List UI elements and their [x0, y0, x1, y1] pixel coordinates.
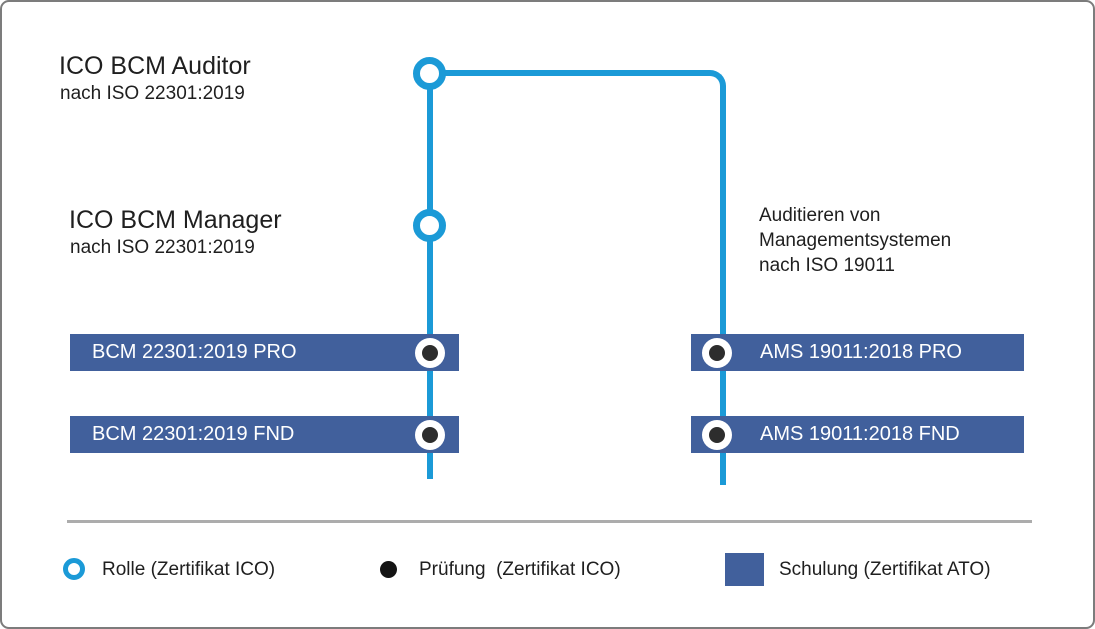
training-bar-ams-pro: AMS 19011:2018 PRO: [691, 334, 1024, 371]
exam-dot-icon: [702, 420, 732, 450]
training-bar-label: AMS 19011:2018 PRO: [760, 341, 962, 363]
legend-training-label: Schulung (Zertifikat ATO): [779, 559, 991, 580]
connector-right-branch: [434, 70, 726, 485]
exam-dot-icon: [415, 338, 445, 368]
role-auditor-subtitle: nach ISO 22301:2019: [60, 83, 245, 104]
exam-dot-icon: [702, 338, 732, 368]
role-manager-subtitle: nach ISO 22301:2019: [70, 237, 255, 258]
training-bar-label: BCM 22301:2019 FND: [92, 423, 295, 445]
legend-divider: [67, 520, 1032, 523]
role-auditor-title: ICO BCM Auditor: [59, 52, 251, 80]
training-bar-label: BCM 22301:2019 PRO: [92, 341, 297, 363]
legend-role-label: Rolle (Zertifikat ICO): [102, 559, 276, 580]
training-bar-bcm-pro: BCM 22301:2019 PRO: [70, 334, 459, 371]
role-ring-icon: [413, 209, 446, 242]
role-manager-title: ICO BCM Manager: [69, 206, 282, 234]
role-ring-icon: [413, 57, 446, 90]
annotation-line: Auditieren von: [759, 205, 881, 226]
legend-exam-label: Prüfung (Zertifikat ICO): [419, 559, 621, 580]
training-bar-label: AMS 19011:2018 FND: [760, 423, 960, 445]
annotation-line: nach ISO 19011: [759, 255, 895, 276]
annotation-line: Managementsystemen: [759, 230, 952, 251]
legend-training-square-icon: [725, 553, 764, 586]
connector-left-branch: [427, 73, 433, 479]
legend-exam-dot-icon: [380, 561, 397, 578]
right-branch-annotation: Auditieren von Managementsystemen nach I…: [759, 203, 951, 278]
training-bar-ams-fnd: AMS 19011:2018 FND: [691, 416, 1024, 453]
exam-dot-icon: [415, 420, 445, 450]
legend-role-ring-icon: [63, 558, 85, 580]
training-bar-bcm-fnd: BCM 22301:2019 FND: [70, 416, 459, 453]
